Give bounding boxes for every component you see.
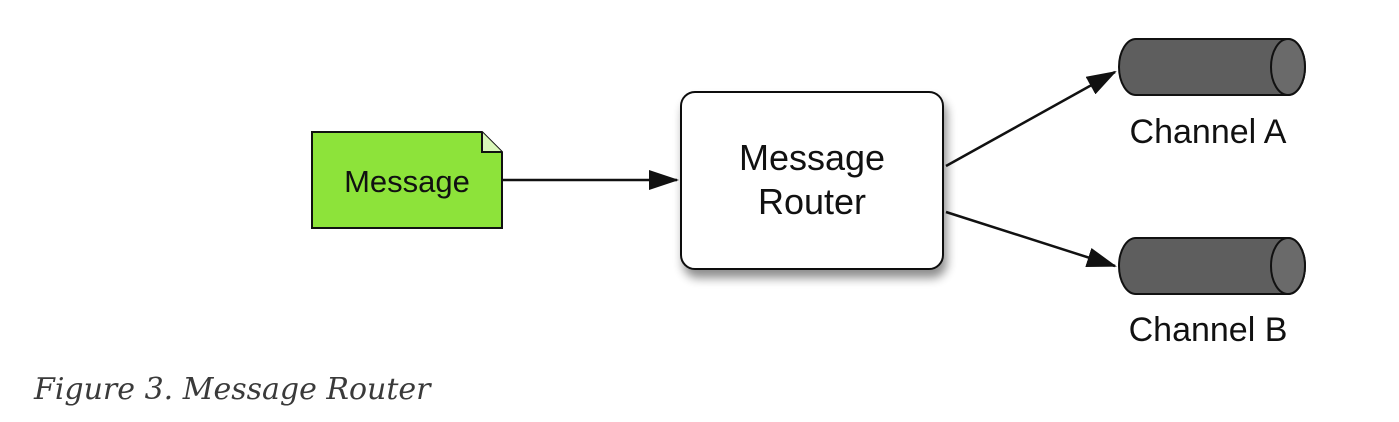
message-node: Message <box>311 131 503 229</box>
message-label: Message <box>344 164 470 199</box>
channel-a-label: Channel A <box>1130 113 1287 151</box>
router-label-line1: Message <box>739 137 885 178</box>
channel-a-node: Channel A <box>1118 38 1306 151</box>
router-label-line2: Router <box>758 181 866 222</box>
channel-b-label: Channel B <box>1129 311 1288 349</box>
arrow-router-to-channel-a <box>945 70 1117 168</box>
message-router-diagram: Message Message Router Channel A Channel… <box>311 38 1306 349</box>
message-document-shape <box>311 131 503 229</box>
channel-b-node: Channel B <box>1118 237 1306 349</box>
channel-a-pipe-end <box>1270 38 1306 96</box>
channel-b-pipe-end <box>1270 237 1306 295</box>
figure-caption: Figure 3. Message Router <box>34 372 431 407</box>
router-node: Message Router <box>680 91 944 270</box>
message-folded-corner <box>481 132 502 153</box>
arrow-router-to-channel-b <box>945 210 1117 268</box>
router-box <box>680 91 944 270</box>
